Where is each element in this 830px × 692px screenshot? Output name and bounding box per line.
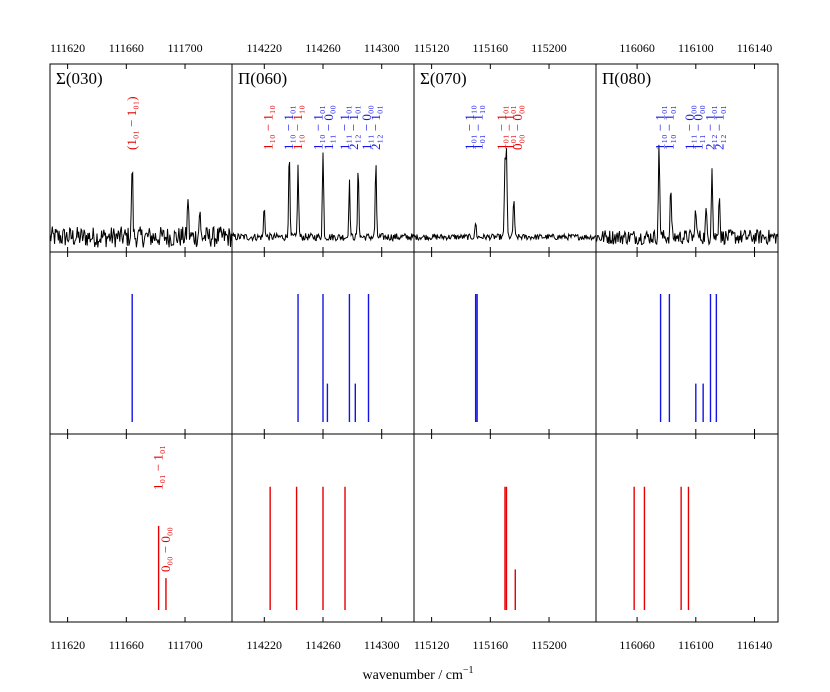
tick-label-bottom: 114220 [247,638,283,652]
tick-label-top: 115120 [414,41,450,55]
panel-title: Π(080) [602,69,651,88]
tick-label-bottom: 116100 [678,638,714,652]
tick-label-bottom: 116060 [619,638,655,652]
spectrum-trace [231,152,415,243]
panel-3: 115120115120115160115160115200115200Σ(07… [413,41,597,652]
peak-annotation: 1₁₁ − 0₀₀ [359,105,374,150]
x-axis-label-text: wavenumber / cm [363,668,463,683]
peak-annotation: 2₁₂ − 1₀₁ [711,105,726,150]
peak-annotation: 1₁₀ − 1₀₁ [653,105,668,150]
peak-annotation: 1₁₀ − 1₁₀ [290,105,305,150]
tick-label-top: 114300 [364,41,400,55]
red-stick-label: 1₀₁ − 1₀₁ [151,445,166,490]
peak-annotation: 1₀₁ − 1₁₀ [471,105,486,150]
tick-label-top: 115160 [473,41,509,55]
spectrum-trace [413,148,597,242]
peak-annotation: (1₀₁ − 1₀₁) [124,96,139,150]
tick-label-bottom: 111620 [50,638,85,652]
peak-annotation: 2₁₂ − 1₀₁ [346,105,361,150]
panel-frame [595,63,779,253]
tick-label-bottom: 114300 [364,638,400,652]
panel-frame [413,251,597,435]
tick-label-bottom: 111700 [167,638,202,652]
panel-title: Σ(070) [420,69,467,88]
peak-annotation: 1₁₁ − 0₀₀ [682,105,697,150]
panel-frame [49,251,233,435]
tick-label-top: 111620 [50,41,85,55]
tick-label-bottom: 111660 [109,638,144,652]
spectrum-trace [49,171,233,248]
tick-label-top: 116100 [678,41,714,55]
peak-annotation: 1₀₁ − 1₀₁ [501,105,516,150]
peak-annotation: 1₁₀ − 1₀₁ [311,105,326,150]
tick-label-top: 111660 [109,41,144,55]
peak-annotation: 1₁₀ − 1₀₁ [661,105,676,150]
peak-annotation: 1₀₁ − 1₁₀ [462,105,477,150]
panel-frame [595,251,779,435]
tick-label-bottom: 114260 [305,638,341,652]
x-axis-label-unit-exponent: −1 [463,665,474,676]
peak-annotation: 1₁₁ − 1₀₁ [337,105,352,150]
red-stick-label: 0₀₀ − 0₀₀ [158,527,173,572]
peak-annotation: 1₁₁ − 0₀₀ [691,105,706,150]
peak-annotation: 2₁₂ − 1₀₁ [703,105,718,150]
tick-label-bottom: 115160 [473,638,509,652]
peak-annotation: 1₁₁ − 0₀₀ [321,105,336,150]
tick-label-bottom: 115120 [414,638,450,652]
tick-label-top: 114260 [305,41,341,55]
peak-annotation: 1₁₀ − 1₁₀ [261,105,276,150]
tick-label-bottom: 116140 [737,638,773,652]
panel-frame [49,63,233,253]
peak-annotation: 0₀₀ − 0₀₀ [510,105,525,150]
tick-label-top: 115200 [531,41,567,55]
spectrum-trace [595,144,779,246]
panel-frame [595,433,779,623]
panel-frame [49,433,233,623]
peak-annotation: 1₀₁ − 1₀₁ [494,105,509,150]
peak-annotation: 2₁₂ − 1₀₁ [368,105,383,150]
tick-label-top: 116060 [619,41,655,55]
panels: 111620111620111660111660111700111700Σ(03… [49,41,779,652]
panel-2: 114220114220114260114260114300114300Π(06… [231,41,415,652]
panel-title: Π(060) [238,69,287,88]
tick-label-bottom: 115200 [531,638,567,652]
panel-title: Σ(030) [56,69,103,88]
peak-annotation: 1₁₀ − 1₀₁ [281,105,296,150]
panel-4: 116060116060116100116100116140116140Π(08… [595,41,779,652]
x-axis-label: wavenumber / cm−1 [363,665,474,683]
tick-label-top: 114220 [247,41,283,55]
tick-label-top: 116140 [737,41,773,55]
panel-1: 111620111620111660111660111700111700Σ(03… [49,41,233,652]
tick-label-top: 111700 [167,41,202,55]
